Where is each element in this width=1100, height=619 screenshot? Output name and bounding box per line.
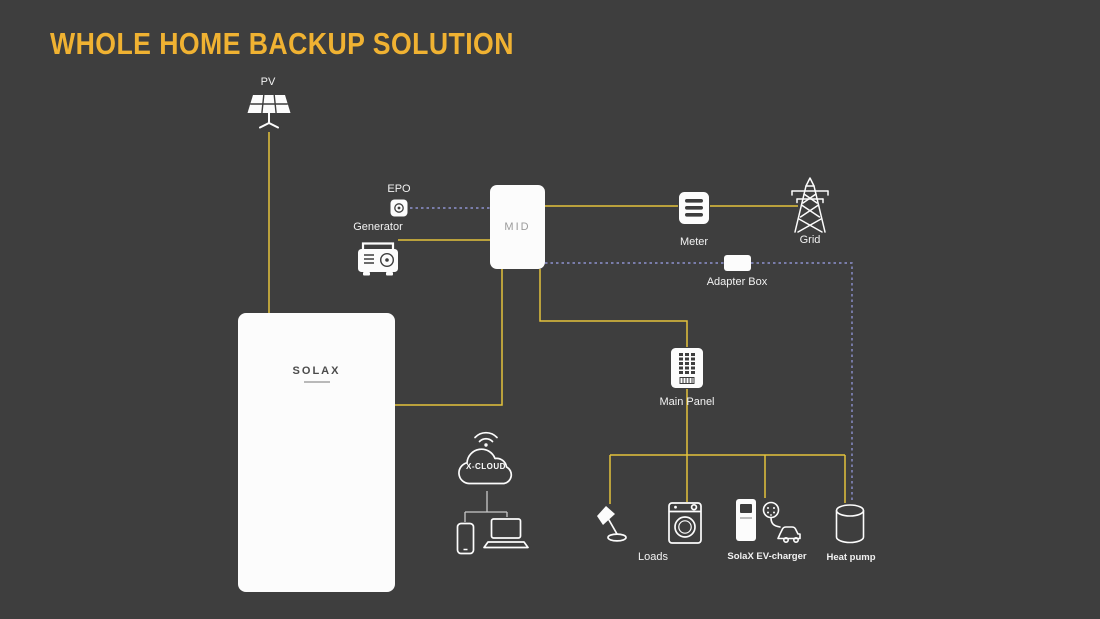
page-title: WHOLE HOME BACKUP SOLUTION (50, 26, 514, 61)
meter-label: Meter (679, 236, 709, 248)
smartphone-icon (456, 522, 475, 555)
adapter-box-label: Adapter Box (706, 276, 768, 288)
generator-label: Generator (353, 221, 403, 233)
xcloud-label: X-CLOUD (466, 462, 506, 471)
lamp-icon (597, 506, 627, 542)
generator-icon (358, 242, 398, 276)
washing-machine-icon (668, 502, 702, 544)
wire-cloud-devices (464, 491, 508, 522)
wifi-icon (474, 431, 498, 447)
battery-cabinet: SOLAX (238, 313, 395, 592)
wire-adapterbox-heatpump-dashed (751, 262, 853, 503)
main-panel-icon (671, 348, 703, 388)
mid-label: MID (504, 221, 531, 233)
xcloud-icon (458, 448, 513, 485)
ev-charger-station-icon (736, 499, 756, 541)
battery-brand-logo: SOLAX (292, 365, 341, 377)
grid-tower-icon (791, 177, 829, 233)
main-panel-label: Main Panel (659, 396, 715, 408)
heat-pump-label: Heat pump (826, 552, 876, 563)
meter-icon (679, 192, 709, 224)
battery-brand-underline (303, 381, 330, 383)
laptop-icon (483, 518, 529, 549)
epo-button-icon (390, 199, 408, 217)
mid-inverter-box: MID (490, 185, 545, 269)
wire-mid-mainpanel (539, 269, 688, 347)
grid-label: Grid (799, 234, 821, 246)
ev-charger-label: SolaX EV-charger (727, 551, 807, 562)
pv-solar-panel-icon (247, 94, 291, 129)
ev-plug-car-icon (762, 501, 801, 543)
heat-pump-icon (835, 504, 865, 544)
pv-label: PV (260, 76, 276, 88)
wire-battery-mid (395, 269, 503, 406)
adapter-box-icon (724, 255, 751, 271)
loads-label: Loads (638, 551, 668, 563)
epo-label: EPO (387, 183, 411, 195)
